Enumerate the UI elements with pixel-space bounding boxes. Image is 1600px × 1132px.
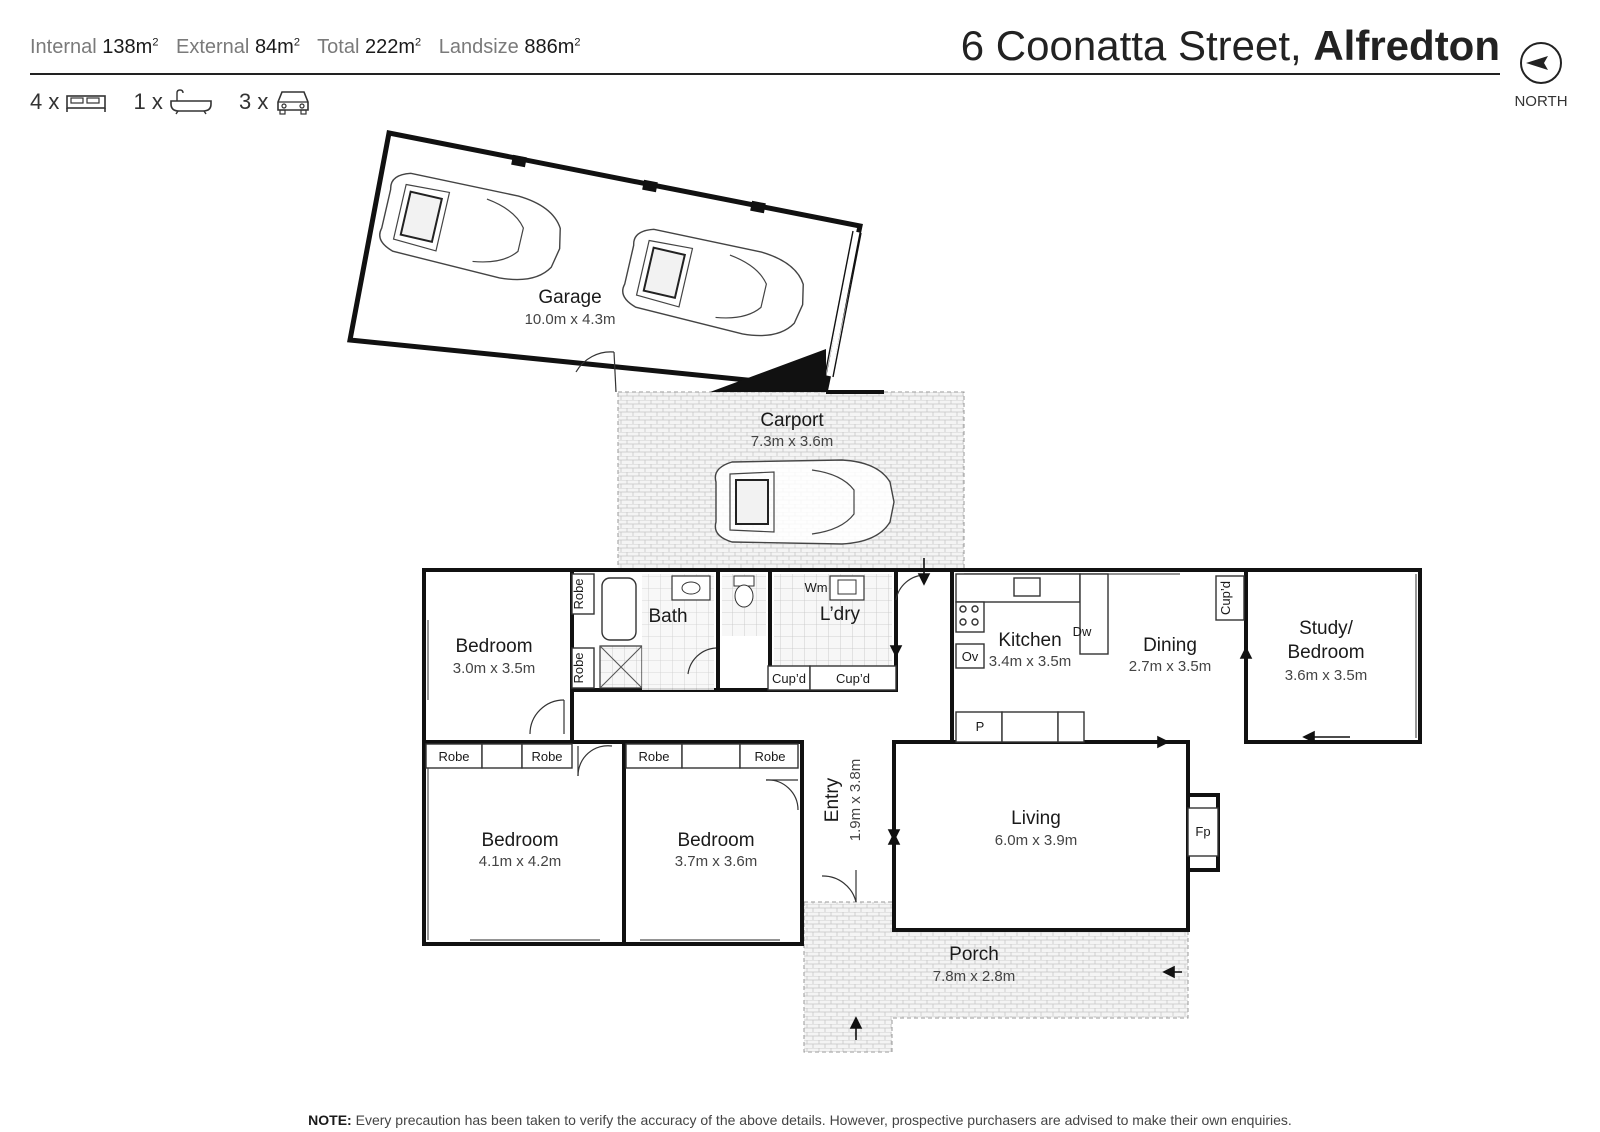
north-compass: NORTH xyxy=(1506,40,1576,110)
wm-label: Wm xyxy=(804,580,827,595)
disclaimer-note: NOTE: Every precaution has been taken to… xyxy=(0,1112,1600,1128)
porch-dims: 7.8m x 2.8m xyxy=(933,968,1016,985)
kitchen-dims: 3.4m x 3.5m xyxy=(989,653,1072,670)
robe-label-bed3-2: Robe xyxy=(754,749,785,764)
study-name-line2: Bedroom xyxy=(1287,642,1364,663)
direction-arrows xyxy=(849,558,1350,1040)
total-value: 222m2 xyxy=(364,36,422,58)
dining-name: Dining xyxy=(1143,635,1197,656)
house-walls xyxy=(422,568,1422,946)
bedroom3-dims: 3.7m x 3.6m xyxy=(675,853,758,870)
bedroom1-name: Bedroom xyxy=(455,636,532,657)
north-compass-icon xyxy=(1520,42,1562,84)
bath-name: Bath xyxy=(648,606,687,627)
bathroom-count-text: 1 x xyxy=(133,89,163,114)
bedroom1-dims: 3.0m x 3.5m xyxy=(453,660,536,677)
landsize-label: Landsize xyxy=(438,36,519,58)
dining-dims: 2.7m x 3.5m xyxy=(1129,658,1212,675)
external-label: External xyxy=(176,36,250,58)
garage-dims: 10.0m x 4.3m xyxy=(525,311,616,328)
pantry-label: P xyxy=(976,719,985,734)
entry-name: Entry xyxy=(822,777,843,822)
car-illustration-3 xyxy=(714,459,895,545)
kitchen-name: Kitchen xyxy=(998,630,1061,651)
cupd-label-dining: Cup’d xyxy=(1218,581,1233,615)
study-name-line1: Study/ xyxy=(1299,618,1354,639)
study-dims: 3.6m x 3.5m xyxy=(1285,667,1368,684)
total-label: Total xyxy=(317,36,360,58)
entry-dims: 1.9m x 3.8m xyxy=(847,759,864,842)
fp-label: Fp xyxy=(1195,824,1210,839)
robe-label-bed2-1: Robe xyxy=(438,749,469,764)
robe-label-bath-2: Robe xyxy=(571,652,586,683)
dw-label: Dw xyxy=(1073,624,1092,639)
note-bold: NOTE: xyxy=(308,1112,352,1128)
internal-value: 138m2 xyxy=(102,36,159,58)
fireplace xyxy=(1187,807,1219,857)
car-illustration-2 xyxy=(622,228,804,337)
bedroom-count: 4 x xyxy=(30,89,107,115)
bedroom2-dims: 4.1m x 4.2m xyxy=(479,853,562,870)
header-divider xyxy=(30,73,1500,75)
suburb-name: Alfredton xyxy=(1313,22,1500,69)
bathroom-count: 1 x xyxy=(133,89,212,115)
bathtub-icon xyxy=(170,89,212,115)
porch-name: Porch xyxy=(949,944,999,965)
street-address: 6 Coonatta Street, xyxy=(960,22,1302,69)
north-label: NORTH xyxy=(1514,93,1568,110)
cupd-label-laundry-1: Cup’d xyxy=(772,671,806,686)
car-illustration-1 xyxy=(379,172,561,281)
windows xyxy=(427,573,1417,941)
robe-label-bath-1: Robe xyxy=(571,578,586,609)
ov-label: Ov xyxy=(962,649,979,664)
carport-dims: 7.3m x 3.6m xyxy=(751,433,834,450)
living-name: Living xyxy=(1011,808,1061,829)
note-text: Every precaution has been taken to verif… xyxy=(351,1112,1292,1128)
garage-name: Garage xyxy=(538,287,601,308)
laundry-name: L’dry xyxy=(820,604,861,625)
living-dims: 6.0m x 3.9m xyxy=(995,832,1078,849)
car-count-text: 3 x xyxy=(238,89,269,114)
external-value: 84m2 xyxy=(254,36,300,58)
bedroom3-name: Bedroom xyxy=(677,830,754,851)
bedroom-count-text: 4 x xyxy=(30,89,60,114)
garage xyxy=(347,130,884,394)
door-swings xyxy=(529,699,857,903)
kitchen-fixtures xyxy=(955,573,1245,743)
feature-counts: 4 x 1 x 3 x xyxy=(30,88,332,116)
bedroom2-name: Bedroom xyxy=(481,830,558,851)
property-title: 6 Coonatta Street, Alfredton xyxy=(961,22,1500,70)
robe-label-bed3-1: Robe xyxy=(638,749,669,764)
carport-name: Carport xyxy=(760,410,824,431)
internal-label: Internal xyxy=(30,36,97,58)
car-icon xyxy=(277,91,310,115)
robes xyxy=(425,573,799,769)
car-count: 3 x xyxy=(239,88,312,116)
bed-icon xyxy=(66,95,107,112)
landsize-value: 886m2 xyxy=(524,36,581,58)
area-summary: Internal 138m2 External 84m2 Total 222m2… xyxy=(30,36,580,59)
cupd-label-laundry-2: Cup’d xyxy=(836,671,870,686)
bath-fixtures xyxy=(599,574,766,690)
laundry-fixtures xyxy=(767,574,927,691)
robe-label-bed2-2: Robe xyxy=(531,749,562,764)
